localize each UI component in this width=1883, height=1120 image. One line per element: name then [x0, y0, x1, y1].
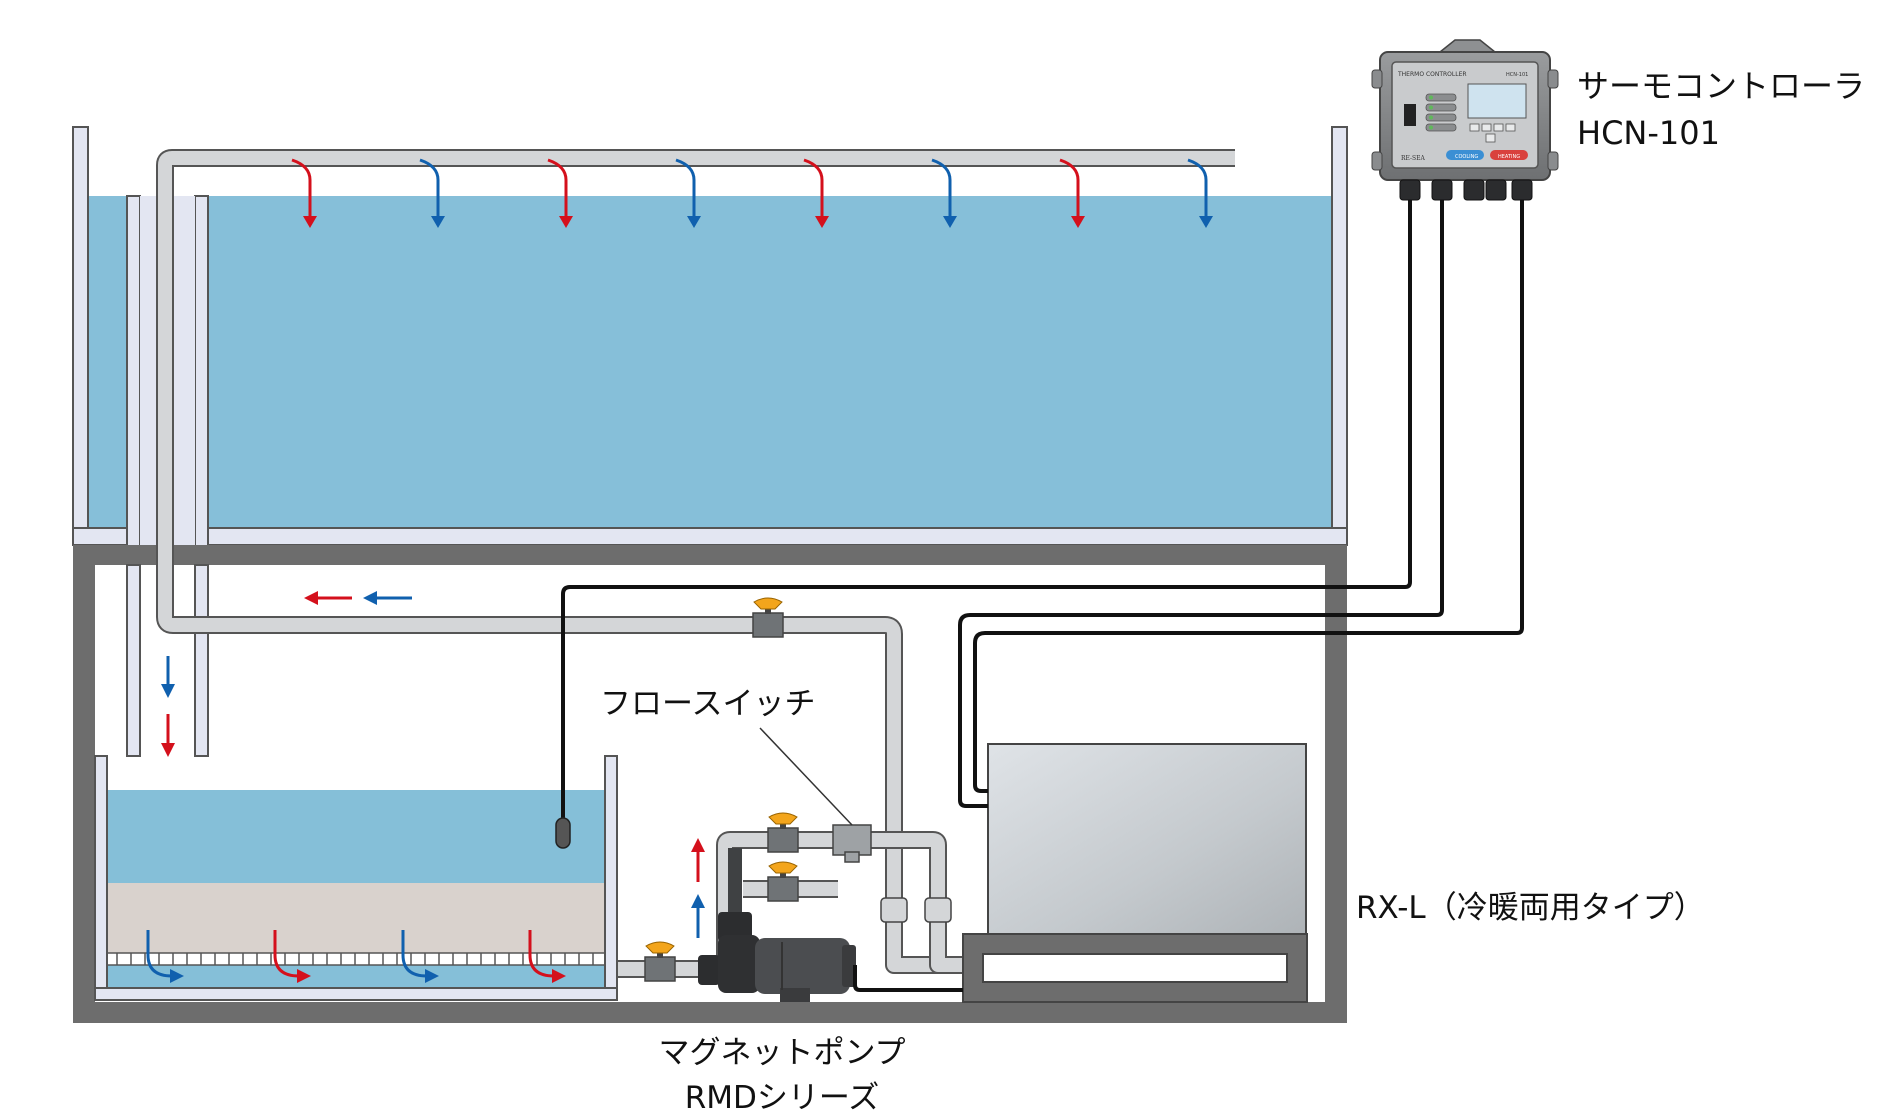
label-chiller: RX-L（冷暖両用タイプ）: [1356, 890, 1705, 926]
spray-arrows: [291, 158, 1208, 218]
spray-arrowheads: [303, 216, 1213, 228]
controller-display: [1467, 83, 1527, 119]
controller-keys: [1469, 123, 1516, 143]
horizontal-flow-arrows: [304, 591, 412, 605]
controller-cooling-button: [1446, 150, 1484, 160]
label-pump-name: マグネットポンプ: [658, 1035, 905, 1071]
magnet-pump: [698, 848, 856, 1002]
chiller-unit: [962, 743, 1308, 1003]
display-tank-left-wall: [72, 126, 89, 546]
pump-up-arrows: [691, 838, 705, 938]
valve-top: [752, 597, 784, 638]
label-pump-model: RMDシリーズ: [685, 1080, 880, 1116]
display-tank: [72, 126, 1348, 757]
label-flow-switch: フロースイッチ: [600, 686, 815, 722]
label-controller-name: サーモコントローラ: [1577, 67, 1865, 105]
display-tank-bottom: [72, 527, 1348, 546]
sump-filter-holes: [116, 953, 594, 965]
label-controller-model: HCN-101: [1577, 114, 1720, 152]
sump-flow-arrowheads: [170, 969, 566, 983]
sump-left-wall: [94, 755, 108, 1001]
sump-right-wall: [604, 755, 618, 1001]
flow-switch: [832, 824, 872, 863]
overflow-box-wall-right-lower: [194, 564, 209, 757]
thermo-controller: THERMO CONTROLLER HCN-101 RE-SEA COOLING…: [1371, 39, 1559, 201]
controller-power-switch: [1404, 104, 1416, 126]
controller-panel-header: THERMO CONTROLLER: [1397, 71, 1467, 78]
controller-cable-glands: [1399, 179, 1533, 201]
controller-heating-label: HEATING: [1498, 154, 1520, 160]
valve-pump-intake: [644, 941, 676, 982]
display-tank-right-wall: [1331, 126, 1348, 546]
display-tank-water: [88, 196, 1332, 528]
controller-indicator-leds: [1429, 95, 1433, 130]
controller-indicator-rows: [1425, 93, 1457, 132]
return-piping: [156, 149, 1235, 978]
sump-tank: [94, 755, 618, 1001]
controller-cables: [561, 192, 1524, 992]
controller-brand: RE-SEA: [1401, 155, 1426, 162]
overflow-down-arrows: [161, 656, 175, 757]
sump-flow-arrows: [146, 930, 555, 978]
valve-chiller-line: [767, 812, 799, 853]
sump-water: [107, 790, 605, 883]
union-fittings: [880, 897, 952, 923]
temperature-sensor: [555, 817, 571, 849]
overflow-box-wall-left-lower: [126, 564, 141, 757]
valve-bypass: [767, 861, 799, 902]
sump-bottom: [94, 987, 618, 1001]
controller-panel-model: HCN-101: [1506, 72, 1528, 78]
controller-heating-button: [1490, 150, 1528, 160]
sump-water-bottom: [107, 965, 605, 988]
sump-sand: [107, 883, 605, 953]
flow-switch-leader: [759, 727, 853, 826]
controller-cooling-label: COOLING: [1455, 154, 1478, 160]
